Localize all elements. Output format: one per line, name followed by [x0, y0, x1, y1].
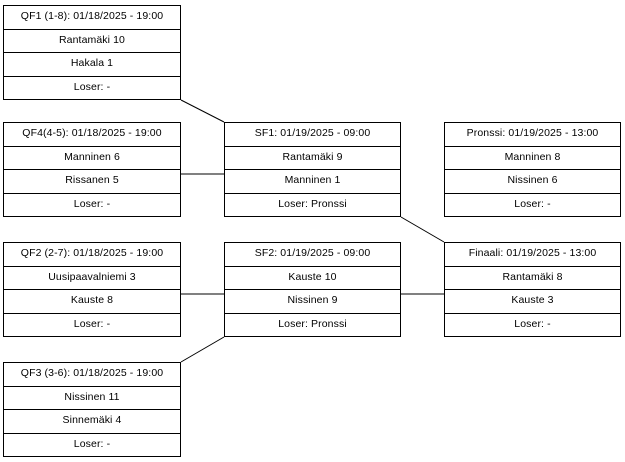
match-team1-sf1: Rantamäki 9: [225, 147, 400, 170]
match-team1-qf2: Uusipaavalniemi 3: [4, 267, 180, 290]
match-box-finaali[interactable]: Finaali: 01/19/2025 - 13:00 Rantamäki 8 …: [444, 242, 621, 337]
match-box-qf2[interactable]: QF2 (2-7): 01/18/2025 - 19:00 Uusipaaval…: [3, 242, 181, 337]
match-header-qf4: QF4(4-5): 01/18/2025 - 19:00: [4, 123, 180, 147]
match-header-qf2: QF2 (2-7): 01/18/2025 - 19:00: [4, 243, 180, 267]
match-team2-qf1: Hakala 1: [4, 53, 180, 77]
connector-qf3-to-sf2: [180, 336, 225, 363]
match-loser-sf1: Loser: Pronssi: [278, 197, 347, 210]
match-team1-pronssi: Manninen 8: [445, 147, 620, 170]
match-loser-pronssi: Loser: -: [514, 197, 551, 210]
connector-sf1-to-finaali: [400, 216, 445, 243]
match-team1-qf3: Nissinen 11: [4, 387, 180, 410]
match-team2-pronssi: Nissinen 6: [445, 170, 620, 194]
match-team2-sf2: Nissinen 9: [225, 290, 400, 314]
match-team2-qf3: Sinnemäki 4: [4, 410, 180, 434]
match-header-qf3: QF3 (3-6): 01/18/2025 - 19:00: [4, 363, 180, 387]
match-loser-qf1: Loser: -: [73, 80, 111, 93]
match-box-sf1[interactable]: SF1: 01/19/2025 - 09:00 Rantamäki 9 Mann…: [224, 122, 401, 217]
match-team1-qf4: Manninen 6: [4, 147, 180, 170]
match-header-pronssi: Pronssi: 01/19/2025 - 13:00: [445, 123, 620, 147]
match-team1-qf1: Rantamäki 10: [4, 30, 180, 53]
match-box-pronssi[interactable]: Pronssi: 01/19/2025 - 13:00 Manninen 8 N…: [444, 122, 621, 217]
match-team2-qf4: Rissanen 5: [4, 170, 180, 194]
match-header-sf2: SF2: 01/19/2025 - 09:00: [225, 243, 400, 267]
connector-qf1-to-sf1: [180, 99, 225, 123]
match-box-qf3[interactable]: QF3 (3-6): 01/18/2025 - 19:00 Nissinen 1…: [3, 362, 181, 457]
match-box-qf4[interactable]: QF4(4-5): 01/18/2025 - 19:00 Manninen 6 …: [3, 122, 181, 217]
match-team1-finaali: Rantamäki 8: [445, 267, 620, 290]
match-loser-qf2: Loser: -: [73, 317, 111, 330]
match-team2-sf1: Manninen 1: [225, 170, 400, 194]
match-team2-qf2: Kauste 8: [4, 290, 180, 314]
match-team2-finaali: Kauste 3: [445, 290, 620, 314]
match-header-finaali: Finaali: 01/19/2025 - 13:00: [445, 243, 620, 267]
match-loser-qf4: Loser: -: [73, 197, 111, 210]
match-loser-finaali: Loser: -: [514, 317, 551, 330]
match-header-qf1: QF1 (1-8): 01/18/2025 - 19:00: [4, 6, 180, 30]
match-loser-sf2: Loser: Pronssi: [278, 317, 347, 330]
match-header-sf1: SF1: 01/19/2025 - 09:00: [225, 123, 400, 147]
match-box-qf1[interactable]: QF1 (1-8): 01/18/2025 - 19:00 Rantamäki …: [3, 5, 181, 100]
match-team1-sf2: Kauste 10: [225, 267, 400, 290]
match-box-sf2[interactable]: SF2: 01/19/2025 - 09:00 Kauste 10 Nissin…: [224, 242, 401, 337]
match-loser-qf3: Loser: -: [73, 437, 111, 450]
